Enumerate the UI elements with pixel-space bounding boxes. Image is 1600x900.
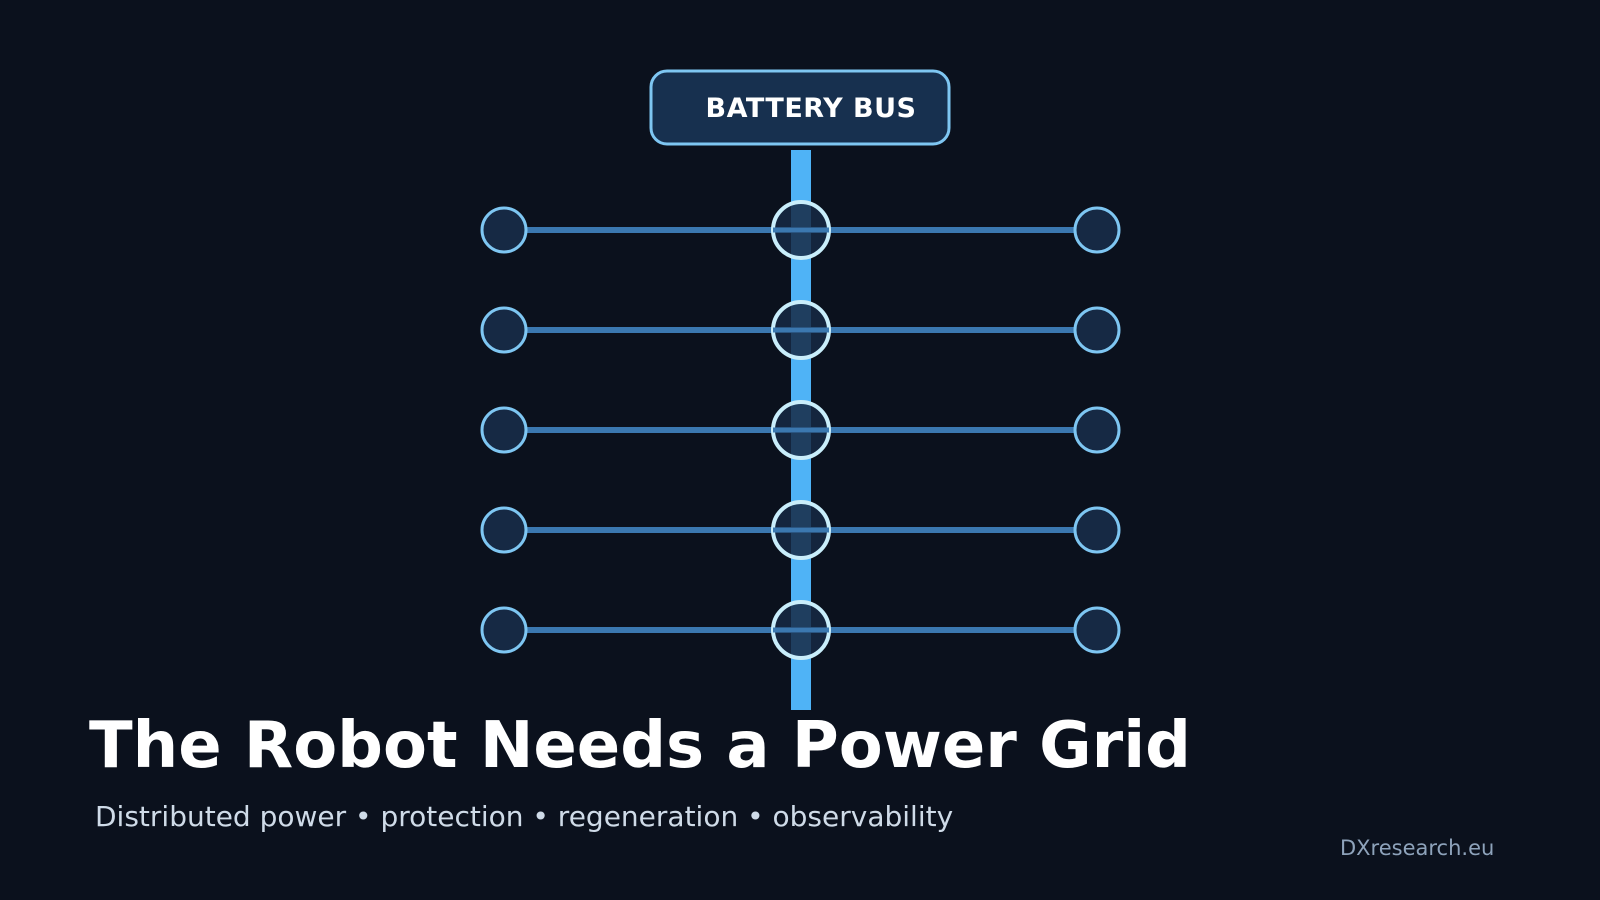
brand-url: DXresearch.eu <box>1340 836 1495 860</box>
load-node-left <box>480 306 528 354</box>
slide-title: The Robot Needs a Power Grid <box>89 709 1191 783</box>
load-node-left <box>480 606 528 654</box>
load-node-right <box>1073 206 1121 254</box>
battery-bus-label: BATTERY BUS <box>706 93 917 124</box>
load-node-right <box>1073 306 1121 354</box>
branch-group <box>480 200 1121 660</box>
load-node-left <box>480 206 528 254</box>
load-node-right <box>1073 506 1121 554</box>
battery-bus-box <box>649 69 951 146</box>
load-node-left <box>480 506 528 554</box>
load-node-right <box>1073 606 1121 654</box>
slide-subtitle: Distributed power • protection • regener… <box>95 800 954 833</box>
load-node-left <box>480 406 528 454</box>
load-node-right <box>1073 406 1121 454</box>
